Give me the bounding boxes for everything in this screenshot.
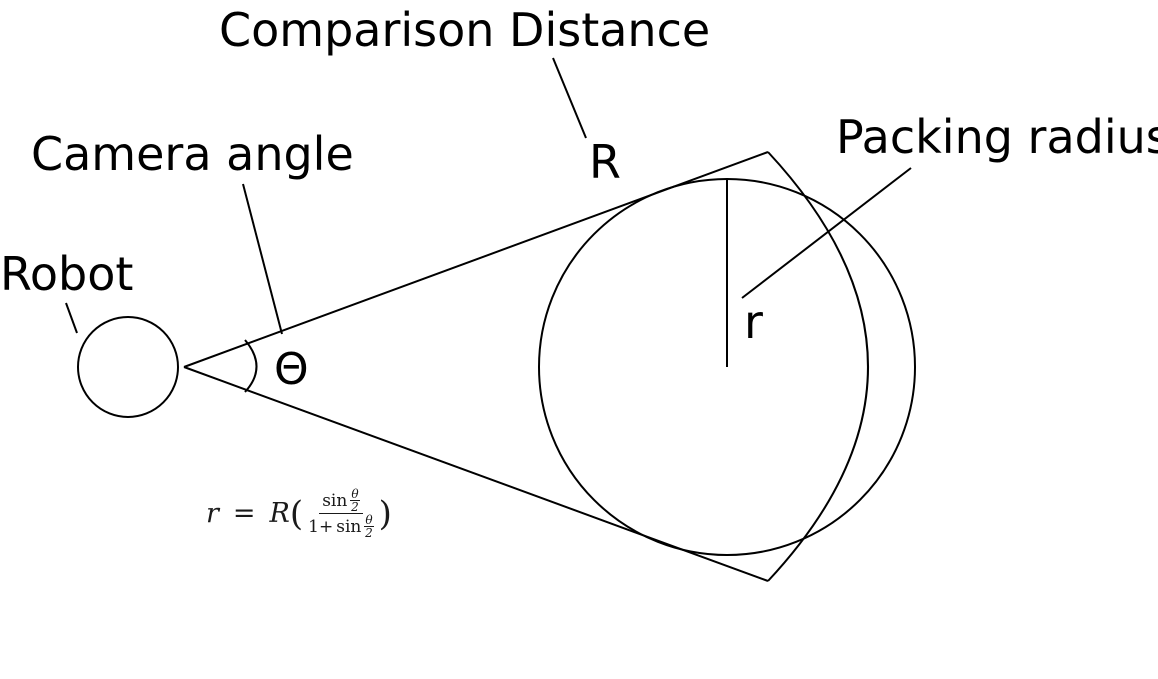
camera-angle-leader-line [242, 183, 283, 335]
packing-circle [538, 178, 916, 556]
packing-radius-label: Packing radius [836, 110, 1158, 164]
formula-num-two: 2 [351, 500, 359, 514]
formula-fraction: sin θ 2 1+ sin θ 2 [305, 488, 376, 539]
packing-radius-leader-line [741, 167, 912, 299]
formula-numerator: sin θ 2 [319, 487, 363, 514]
formula-num-sin: sin [322, 490, 348, 511]
formula-den-one-plus: 1+ [308, 516, 334, 537]
formula-num-theta: θ [350, 487, 360, 501]
comparison-distance-leader-line [552, 57, 587, 139]
theta-label: Θ [274, 344, 309, 395]
formula-open-paren: ( [289, 493, 304, 534]
robot-circle [77, 316, 179, 418]
formula-denominator: 1+ sin θ 2 [305, 514, 376, 539]
r-label: r [744, 295, 763, 349]
comparison-distance-label: Comparison Distance [219, 3, 710, 57]
angle-arc [244, 339, 258, 393]
formula-R: R [269, 498, 290, 529]
formula-den-theta: θ [364, 513, 374, 527]
formula-den-theta-half: θ 2 [364, 513, 374, 540]
formula-close-paren: ) [378, 493, 392, 534]
formula-den-sin: sin [336, 516, 362, 537]
formula-den-two: 2 [365, 526, 373, 540]
packing-radius-formula: r = R ( sin θ 2 1+ sin θ 2 ) [206, 488, 392, 539]
R-label: R [589, 135, 621, 189]
comparison-distance-arc [767, 151, 869, 582]
formula-num-theta-half: θ 2 [350, 487, 360, 514]
formula-equals: = [232, 498, 256, 529]
formula-lhs: r [206, 498, 219, 529]
camera-angle-label: Camera angle [31, 127, 354, 181]
robot-leader-line [65, 302, 78, 334]
robot-label: Robot [0, 247, 133, 301]
